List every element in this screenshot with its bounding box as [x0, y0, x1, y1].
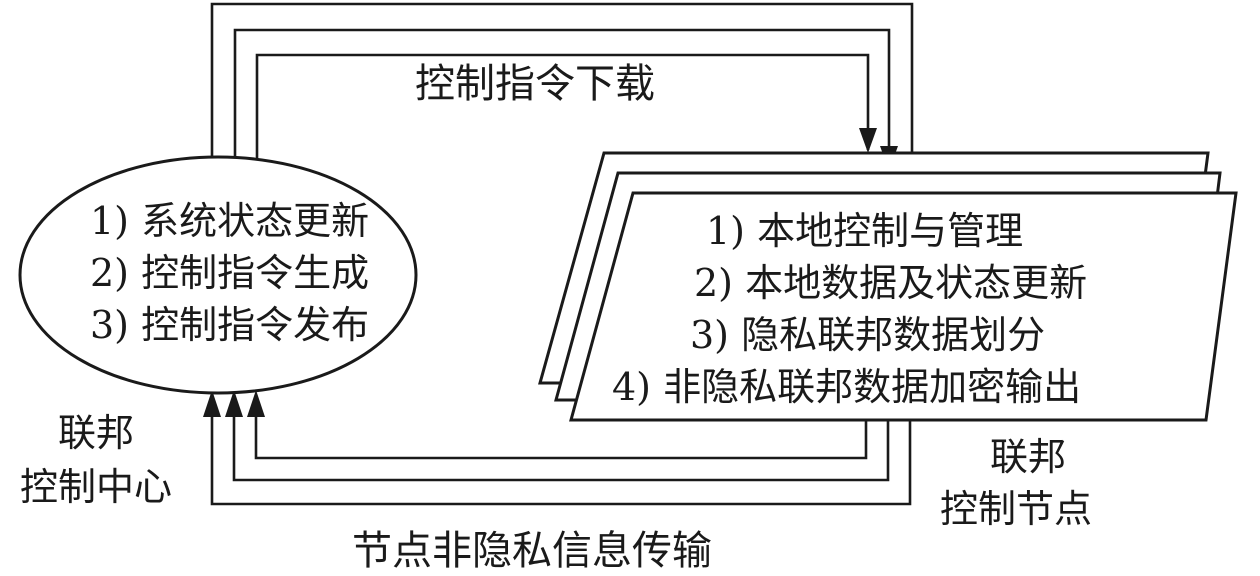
node-label-line-1: 联邦 — [990, 435, 1066, 479]
node-item-4: 4) 非隐私联邦数据加密输出 — [612, 365, 1081, 409]
downlink-path-middle — [233, 28, 891, 168]
center-label-line-1: 联邦 — [58, 411, 134, 455]
node-item-3: 3) 隐私联邦数据划分 — [690, 313, 1045, 357]
node-item-1: 1) 本地控制与管理 — [706, 209, 1023, 253]
downlink-arrowhead-inner — [859, 128, 877, 153]
downlink-path-outer — [210, 2, 914, 190]
uplink-path-inner — [254, 412, 868, 460]
center-item-3: 3) 控制指令发布 — [90, 303, 369, 347]
node-item-2: 2) 本地数据及状态更新 — [694, 261, 1087, 305]
uplink-paths — [203, 390, 912, 506]
uplink-path-outer — [210, 412, 912, 506]
node-label: 联邦 控制节点 — [940, 435, 1092, 531]
center-label: 联邦 控制中心 — [20, 411, 172, 509]
control-center: 1) 系统状态更新 2) 控制指令生成 3) 控制指令发布 — [18, 155, 418, 395]
control-center-ellipse — [18, 155, 418, 395]
uplink-path-middle — [232, 412, 890, 482]
uplink-arrowhead-inner — [247, 390, 265, 417]
downlink-path-inner — [255, 53, 870, 168]
control-node-stack — [538, 151, 1238, 422]
center-item-1: 1) 系统状态更新 — [90, 199, 369, 243]
control-node-front — [569, 191, 1238, 422]
downlink-label: 控制指令下载 — [415, 61, 655, 107]
node-label-line-2: 控制节点 — [940, 487, 1092, 531]
downlink-paths — [210, 2, 921, 193]
uplink-label: 节点非隐私信息传输 — [352, 528, 712, 574]
uplink-arrowhead-outer — [203, 390, 221, 417]
control-node-items: 1) 本地控制与管理 2) 本地数据及状态更新 3) 隐私联邦数据划分 4) 非… — [612, 209, 1087, 409]
center-label-line-2: 控制中心 — [20, 465, 172, 509]
center-item-2: 2) 控制指令生成 — [90, 251, 369, 295]
uplink-arrowhead-middle — [225, 390, 243, 417]
